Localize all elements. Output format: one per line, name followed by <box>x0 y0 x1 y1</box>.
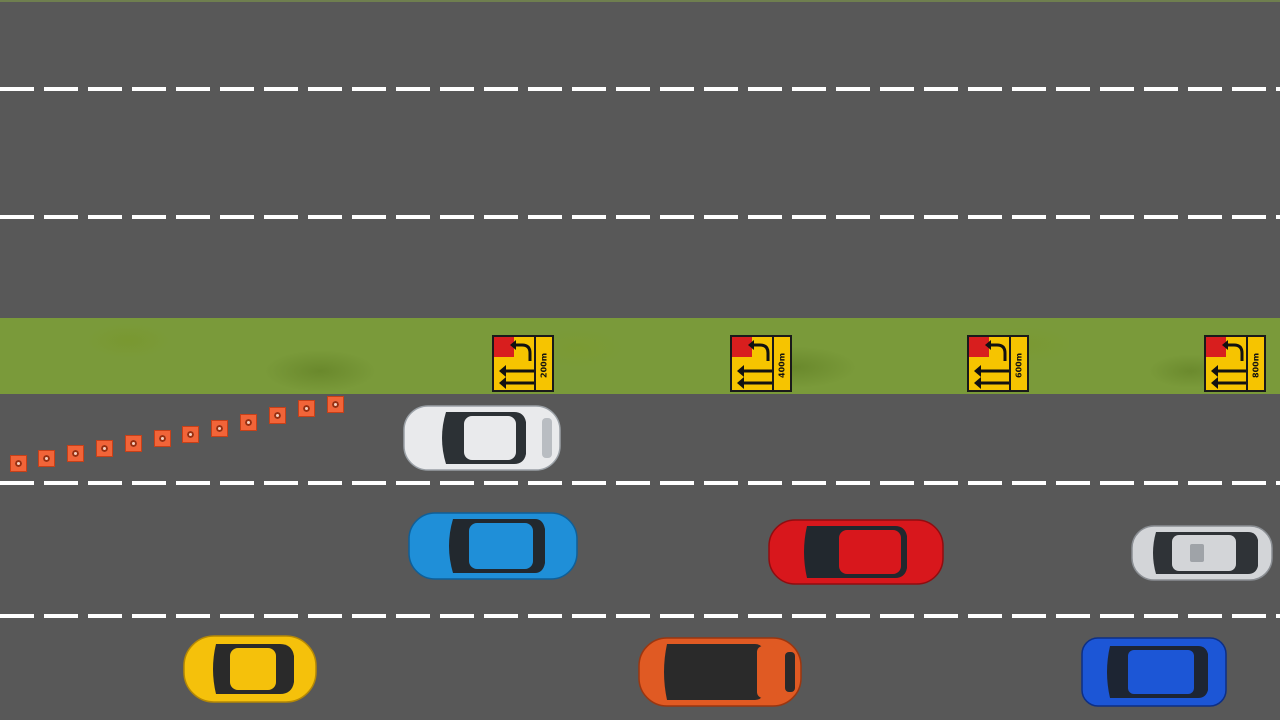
sign-red-corner <box>732 337 752 357</box>
merge-arrows-icon <box>737 340 772 389</box>
lane-marking <box>0 481 1280 485</box>
traffic-cone <box>125 435 142 452</box>
traffic-cone <box>67 445 84 462</box>
sign-red-corner <box>969 337 989 357</box>
car-blue-suv <box>1081 637 1227 707</box>
car-silver-sedan <box>1131 525 1273 581</box>
grass-median <box>0 318 1280 394</box>
car-red-sedan <box>768 519 944 585</box>
sign-red-corner <box>1206 337 1226 357</box>
merge-arrows-icon <box>1211 340 1246 389</box>
lane-closure-sign-800m: 800m <box>1204 335 1266 392</box>
traffic-cone <box>327 396 344 413</box>
sign-distance-label: 800m <box>1251 352 1261 378</box>
traffic-cone <box>298 400 315 417</box>
lane-marking <box>0 614 1280 618</box>
sign-distance-label: 400m <box>777 352 787 378</box>
lane-closure-sign-400m: 400m <box>730 335 792 392</box>
sign-distance-label: 600m <box>1014 352 1024 378</box>
lane-marking <box>0 87 1280 91</box>
traffic-cone <box>269 407 286 424</box>
car-white-hatchback <box>403 405 561 471</box>
sign-divider <box>534 337 536 390</box>
traffic-cone <box>38 450 55 467</box>
traffic-cone <box>240 414 257 431</box>
lane-closure-sign-200m: 200m <box>492 335 554 392</box>
sign-divider <box>772 337 774 390</box>
car-yellow-sports-car <box>183 635 317 703</box>
car-orange-hatchback <box>638 637 802 707</box>
merge-arrows-icon <box>499 340 534 389</box>
traffic-cone <box>211 420 228 437</box>
sign-red-corner <box>494 337 514 357</box>
traffic-cone <box>154 430 171 447</box>
lane-closure-sign-600m: 600m <box>967 335 1029 392</box>
traffic-cone <box>10 455 27 472</box>
sign-divider <box>1009 337 1011 390</box>
upper-carriageway <box>0 0 1280 318</box>
traffic-cone <box>96 440 113 457</box>
car-blue-sedan <box>408 512 578 580</box>
merge-arrows-icon <box>974 340 1009 389</box>
sign-distance-label: 200m <box>539 352 549 378</box>
sign-divider <box>1246 337 1248 390</box>
lane-marking <box>0 215 1280 219</box>
traffic-cone <box>182 426 199 443</box>
